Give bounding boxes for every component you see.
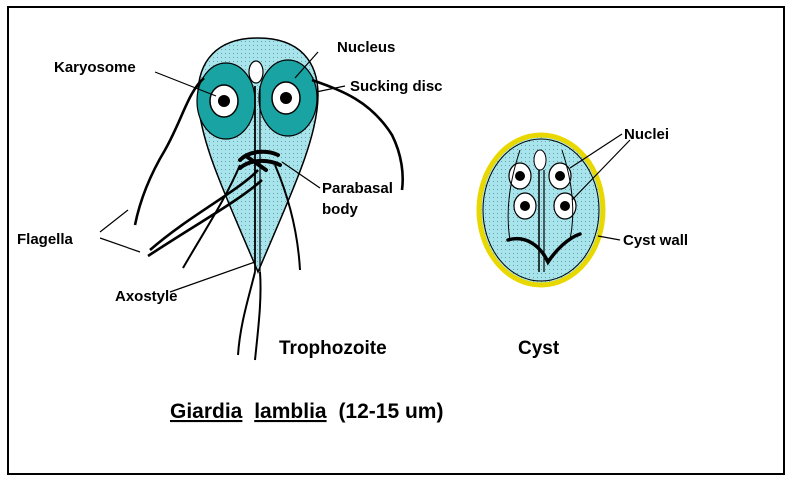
- stage-cyst: Cyst: [518, 338, 560, 359]
- apical-body: [249, 61, 263, 83]
- label-axostyle: Axostyle: [115, 288, 178, 305]
- title-size: (12-15 um): [338, 400, 443, 423]
- posterior-flagellum-right: [255, 272, 261, 360]
- label-nucleus: Nucleus: [337, 39, 395, 56]
- label-parabasal-line1: Parabasal: [322, 180, 393, 197]
- karyosome-right: [280, 92, 292, 104]
- label-flagella: Flagella: [17, 231, 74, 248]
- cyst-apical-body: [534, 150, 546, 170]
- diagram-title: Giardia lamblia (12-15 um): [170, 400, 443, 423]
- karyosome-left: [218, 95, 230, 107]
- anterior-flagellum-right: [312, 80, 403, 190]
- label-sucking-disc: Sucking disc: [350, 78, 443, 95]
- title-genus: Giardia: [170, 400, 243, 423]
- anterior-flagellum-left: [135, 78, 204, 225]
- posterior-flagellum-left: [238, 272, 255, 355]
- title-species: lamblia: [254, 400, 327, 423]
- label-cyst-wall: Cyst wall: [623, 232, 688, 249]
- cyst-drawing: [479, 135, 603, 285]
- label-parabasal-line2: body: [322, 201, 358, 218]
- label-karyosome: Karyosome: [54, 59, 136, 76]
- label-nuclei: Nuclei: [624, 126, 669, 143]
- stage-trophozoite: Trophozoite: [279, 338, 387, 359]
